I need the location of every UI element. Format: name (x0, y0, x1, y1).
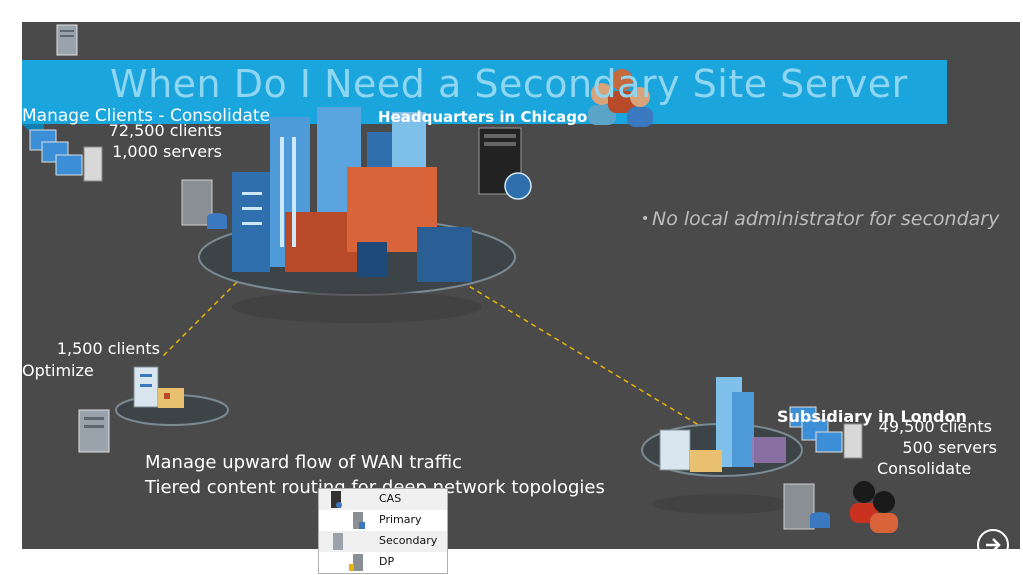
bullet-text: No local administrator for secondary (652, 208, 1000, 230)
legend-item-dp: DP (319, 552, 447, 573)
wan-link-london (461, 281, 703, 428)
diagram-graphics (29, 24, 898, 533)
london-label: Subsidiary in London (777, 407, 967, 426)
hq-server-icon (478, 127, 532, 200)
branch-action: Optimize (22, 361, 94, 380)
arrow-right-icon (986, 538, 1001, 549)
london-admins-icon (850, 481, 898, 533)
hq-label: Headquarters in Chicago (378, 108, 588, 126)
london-servers-count: 500 servers (902, 438, 997, 457)
legend-item-secondary: Secondary (319, 531, 447, 552)
branch-reasons: Manage upward flow of WAN traffic Tiered… (145, 450, 605, 500)
primary-server-icon (353, 512, 365, 529)
hq-clients-count: 72,500 clients (108, 121, 222, 140)
reason-item: Manage upward flow of WAN traffic (145, 452, 463, 473)
hq-servers-count: 1,000 servers (112, 142, 222, 161)
hq-heading: Manage Clients - Consolidate (22, 106, 271, 126)
slide: When Do I Need a Secondary Site Server M… (22, 22, 1020, 549)
london-platform (641, 377, 803, 514)
legend: CAS Primary Secondary DP (318, 488, 448, 574)
slide-title: When Do I Need a Secondary Site Server (110, 62, 908, 106)
london-database-icon (783, 483, 830, 530)
branch-platform (115, 366, 229, 426)
legend-item-primary: Primary (319, 510, 447, 531)
wan-link-branch (161, 281, 238, 358)
reason-item: Tiered content routing for deep network … (145, 477, 605, 498)
branch-secondary-server-icon (78, 409, 110, 453)
london-action: Consolidate (877, 459, 972, 478)
legend-label: CAS (379, 492, 402, 505)
city-buildings-icon (232, 107, 472, 282)
london-clients-icon (789, 406, 863, 459)
title-banner (22, 60, 947, 124)
cas-server-icon (331, 491, 342, 508)
circle-arrow-right-icon[interactable] (977, 529, 1009, 549)
dp-server-icon (349, 554, 363, 571)
branch-clients-count: 1,500 clients (56, 339, 160, 358)
site-server-icon (56, 24, 78, 56)
legend-label: DP (379, 555, 395, 568)
hq-database-icon (181, 179, 227, 229)
users-icon (588, 69, 653, 127)
bullet-symbol: • (641, 211, 650, 227)
hq-clients-icon (29, 129, 103, 182)
legend-label: Secondary (379, 534, 438, 547)
london-clients-count: 49,500 clients (878, 417, 992, 436)
legend-label: Primary (379, 513, 422, 526)
legend-item-cas: CAS (319, 489, 447, 510)
secondary-server-icon (333, 533, 343, 550)
